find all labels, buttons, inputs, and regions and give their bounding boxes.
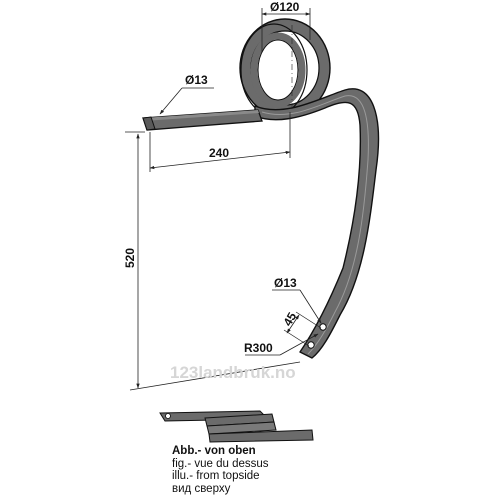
watermark: 123landbruk.no [170, 363, 296, 382]
dim-total-height: 520 [123, 131, 301, 391]
caption-title: Abb.- von oben [172, 445, 256, 457]
shank-length-label: 240 [209, 146, 229, 160]
dim-shank-length: 240 [149, 112, 291, 172]
tip-holes [307, 323, 327, 349]
tip-radius-label: R300 [244, 341, 273, 355]
dim-hole-diameter: Ø13 [272, 276, 322, 324]
dim-shank-diameter: Ø13 [159, 73, 214, 115]
coil-diameter-label: Ø120 [270, 0, 300, 14]
total-height-label: 520 [123, 248, 137, 268]
tine-coil [239, 18, 331, 118]
caption-line-en: illu.- from topside [172, 470, 260, 482]
top-view-drawing [159, 410, 314, 443]
caption-block: Abb.- von oben fig.- vue du dessus illu.… [172, 445, 269, 495]
dim-hole-spacing: 45 [280, 310, 322, 347]
caption-line-fr: fig.- vue du dessus [172, 457, 269, 470]
caption-line-ru: вид сверху [172, 482, 231, 495]
dim-coil-diameter: Ø120 [261, 0, 311, 110]
hole-diameter-label: Ø13 [274, 276, 297, 290]
hole-spacing-label: 45 [280, 310, 299, 329]
tine-arm [254, 88, 380, 359]
tine-shank [142, 109, 263, 131]
shank-diameter-label: Ø13 [185, 73, 208, 87]
dim-tip-radius: R300 [244, 333, 319, 356]
